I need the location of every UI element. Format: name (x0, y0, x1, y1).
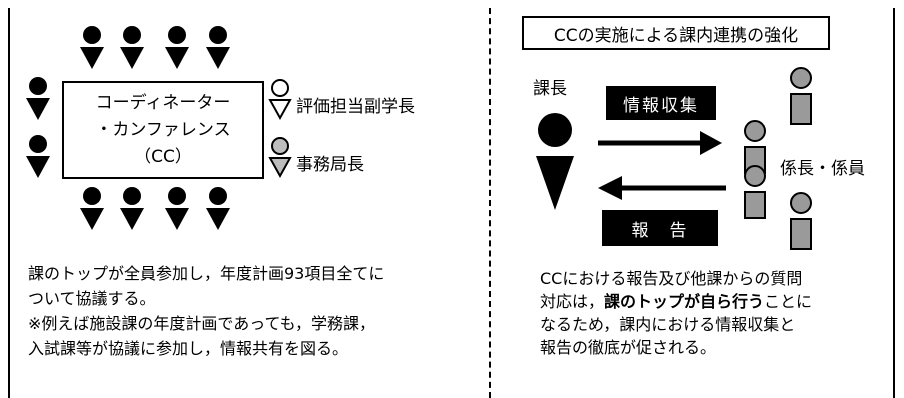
staff-person-icon (744, 165, 766, 219)
frame-right-line (893, 8, 895, 398)
right-description-line-2: 対応は，課のトップが自ら行うことに (540, 291, 812, 313)
person-icon (80, 187, 104, 230)
person-icon (206, 26, 230, 69)
person-icon (26, 135, 50, 178)
secretary-general-label: 事務局長 (296, 155, 364, 175)
right-panel-title-text: CCの実施による課内連携の強化 (553, 25, 799, 46)
right-description-line-3: なるため，課内における情報収集と (540, 315, 796, 334)
info-collection-text: 情報収集 (623, 95, 699, 116)
arrow-left-icon (598, 176, 726, 200)
person-icon (26, 77, 50, 120)
left-description-line-4: 入試課等が協議に参加し，情報共有を図る。 (28, 339, 349, 358)
right-panel-title: CCの実施による課内連携の強化 (522, 16, 830, 50)
vice-president-icon (268, 79, 292, 121)
person-icon (120, 26, 144, 69)
cc-box-line-2: ・カンファレンス (95, 119, 231, 140)
left-description-line-1: 課のトップが全員参加し，年度計画93項目全てに (28, 264, 385, 283)
person-icon (120, 187, 144, 230)
bottom-participants (80, 187, 230, 230)
staff-icons (744, 67, 812, 250)
info-collection-label: 情報収集 (606, 86, 716, 120)
cc-box: コーディネーター ・カンファレンス （CC） (62, 81, 264, 179)
right-description-line-1: CCにおける報告及び他課からの質問 (540, 269, 803, 288)
top-participants (80, 26, 230, 69)
report-label: 報 告 (602, 210, 718, 246)
person-icon (165, 187, 189, 230)
arrow-right-icon (598, 131, 722, 155)
right-description-line-4: 報告の徹底が促される。 (540, 338, 717, 357)
left-participants (26, 77, 50, 178)
person-icon (165, 26, 189, 69)
person-icon (80, 26, 104, 69)
staff-person-icon (790, 67, 812, 125)
right-description-emphasis: 課のトップが自ら行う (604, 292, 765, 311)
cc-box-line-1: コーディネーター (95, 92, 231, 113)
staff-person-icon (790, 192, 812, 250)
vice-president-label: 評価担当副学長 (296, 97, 415, 117)
cc-box-line-3: （CC） (134, 146, 192, 167)
section-chief-label: 課長 (533, 79, 567, 99)
person-icon (206, 187, 230, 230)
left-description-line-2: ついて協議する。 (28, 289, 156, 308)
frame-left-line (8, 8, 10, 398)
staff-label: 係長・係員 (780, 159, 865, 179)
right-description-line-2-pre: 対応は， (540, 292, 605, 311)
secretary-general-icon (268, 137, 292, 179)
section-chief-icon (536, 113, 574, 210)
right-description-line-2-post: ことに (764, 292, 813, 311)
report-text: 報 告 (631, 220, 689, 241)
left-description-line-3: ※例えば施設課の年度計画であっても，学務課， (28, 314, 376, 333)
panel-divider (489, 8, 491, 398)
